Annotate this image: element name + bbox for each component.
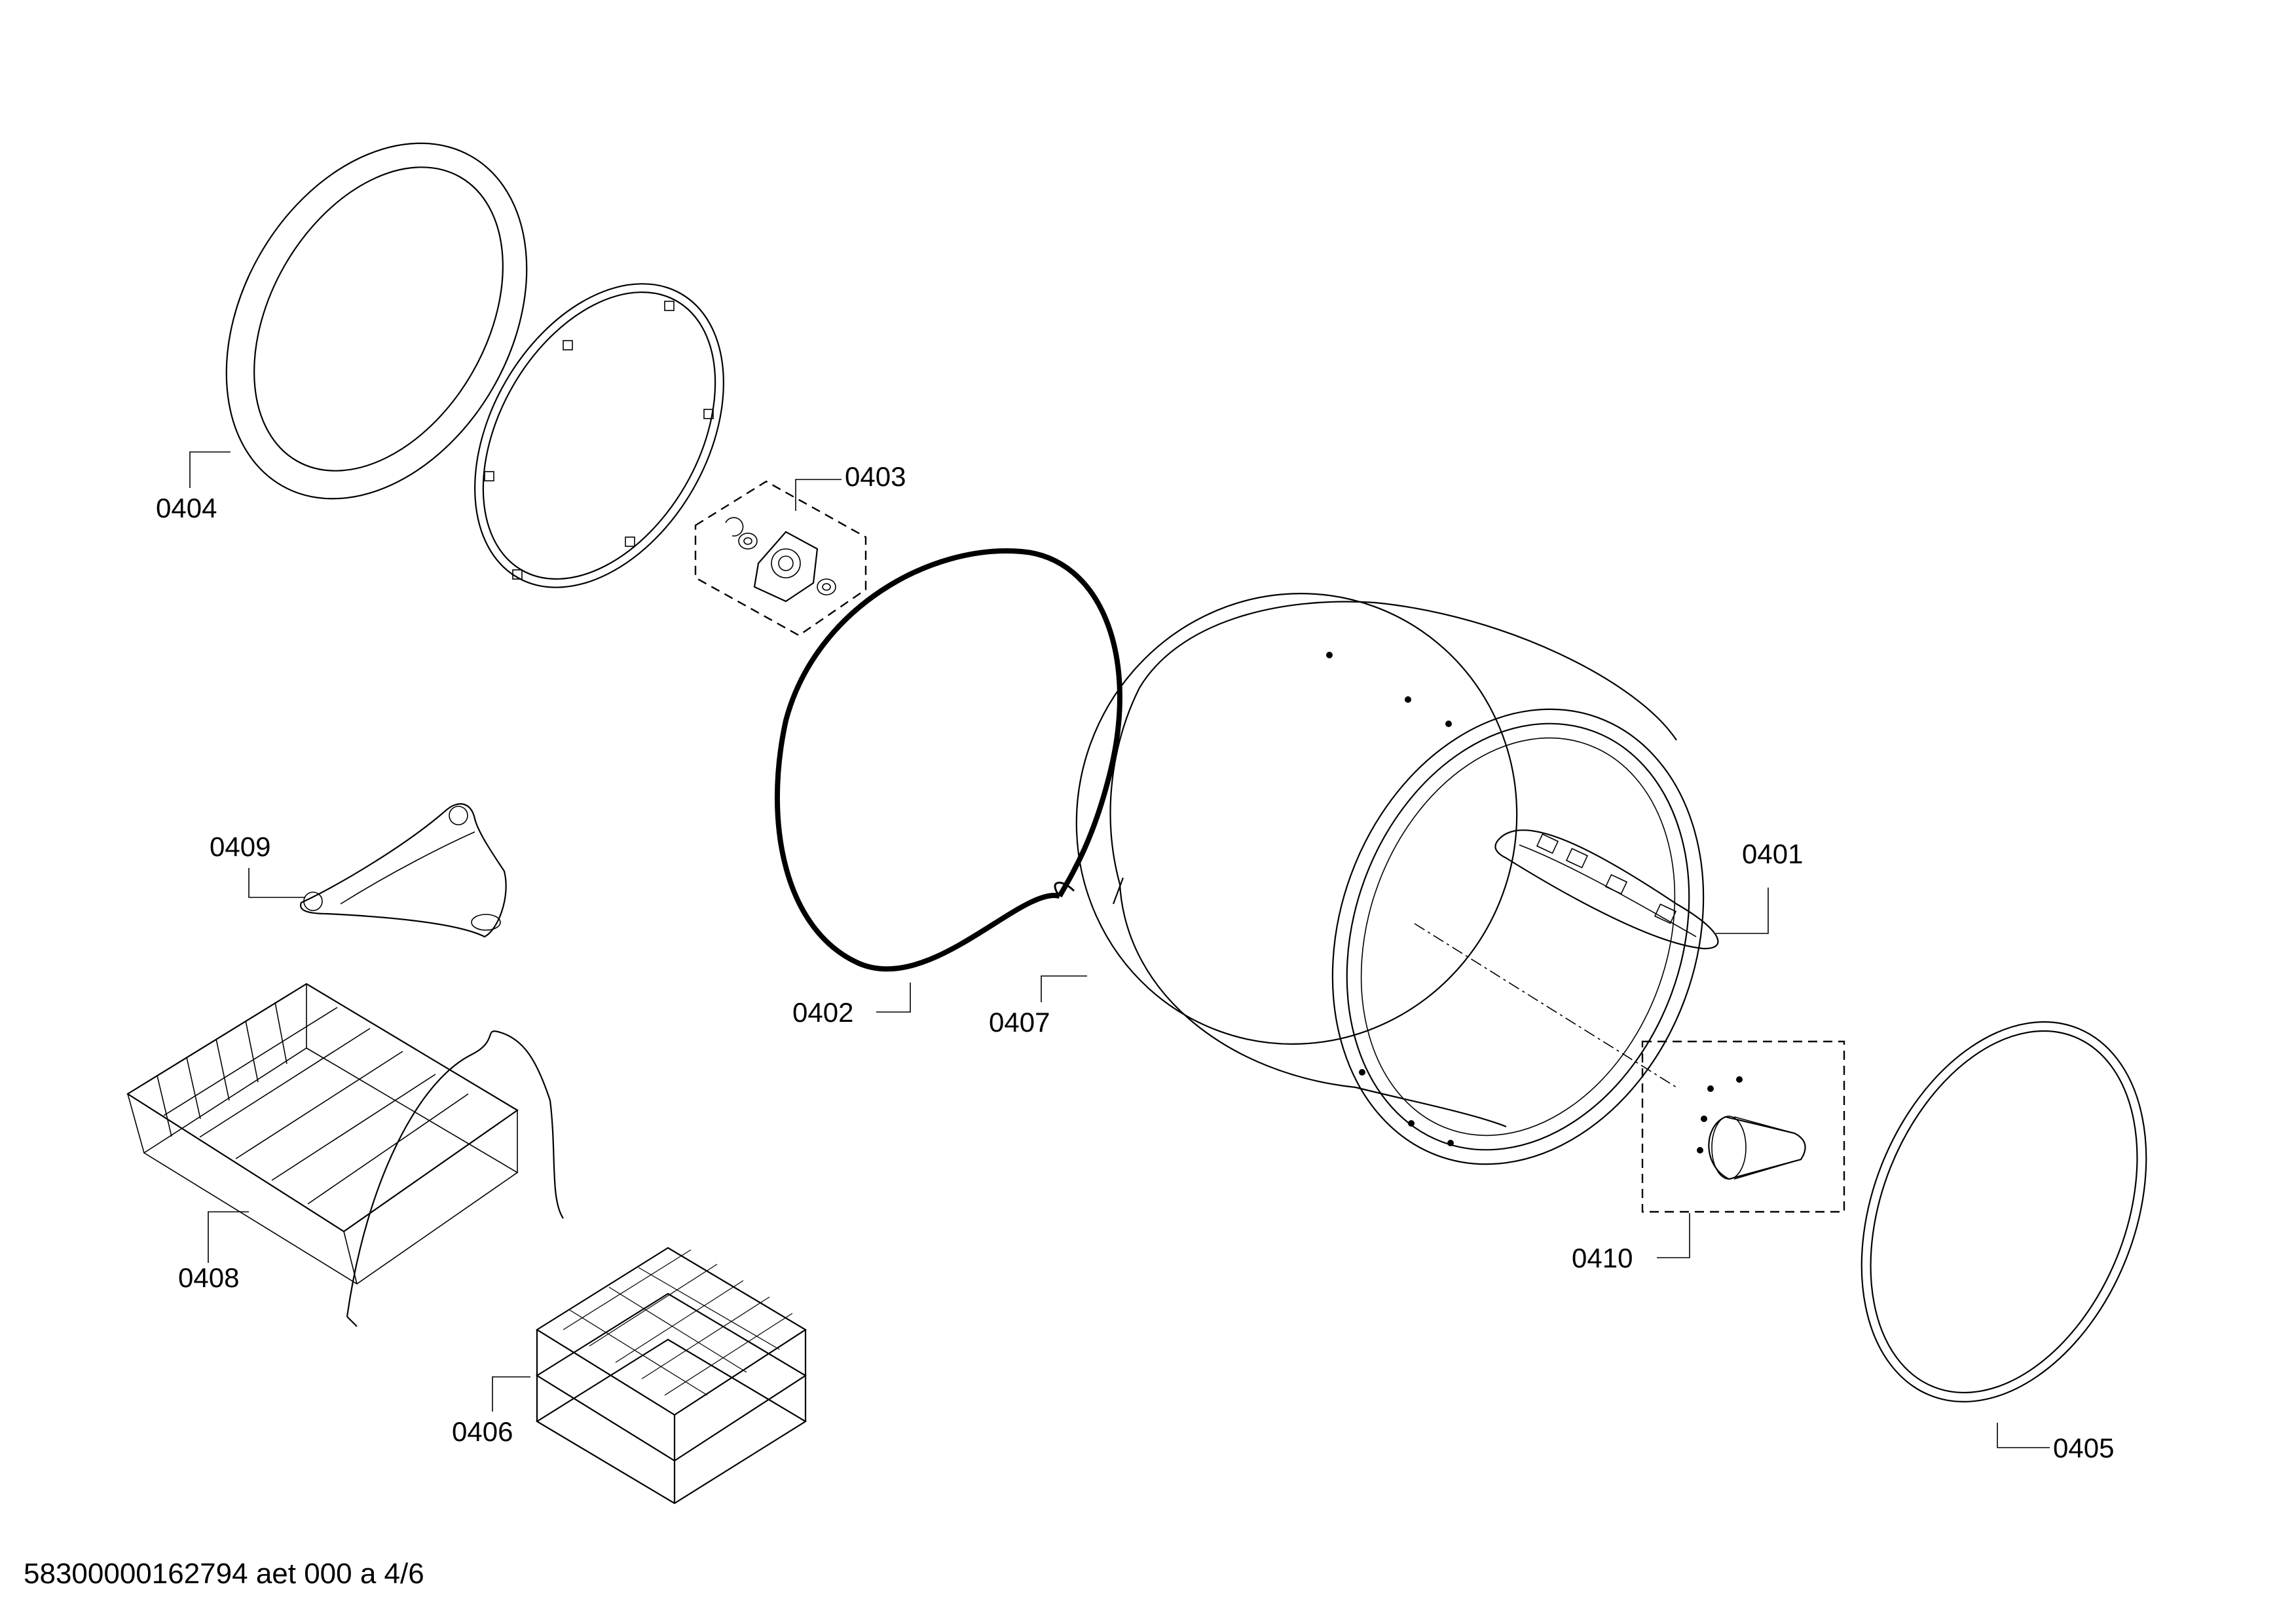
part-0404-door-seal-ring [189, 142, 528, 500]
label-0403: 0403 [845, 461, 906, 492]
part-0405-rear-drum-seal [1861, 1021, 2147, 1448]
label-0405: 0405 [2053, 1433, 2114, 1463]
part-0401-drum-baffle [1494, 829, 1769, 950]
label-0402: 0402 [792, 997, 853, 1028]
label-0404: 0404 [156, 493, 217, 523]
part-0407-drum [1041, 593, 1705, 1165]
label-0406: 0406 [452, 1416, 513, 1447]
footer-document-code: 58300000162794 aet 000 a 4/6 [24, 1558, 424, 1590]
part-0410-drum-shaft-kit [1641, 1040, 1845, 1258]
label-0408: 0408 [178, 1262, 239, 1293]
label-0409: 0409 [210, 831, 270, 862]
label-0407: 0407 [989, 1007, 1050, 1038]
part-0408-drying-rack [126, 983, 564, 1327]
part-0403-bearing-kit [694, 479, 867, 637]
part-0409-support-bracket [248, 803, 507, 938]
part-0402-drive-belt [775, 548, 1122, 1013]
label-0410: 0410 [1572, 1243, 1633, 1273]
part-0406-filter-cassette [492, 1247, 807, 1505]
label-0401: 0401 [1742, 838, 1803, 869]
part-bearing-ring [474, 283, 724, 588]
